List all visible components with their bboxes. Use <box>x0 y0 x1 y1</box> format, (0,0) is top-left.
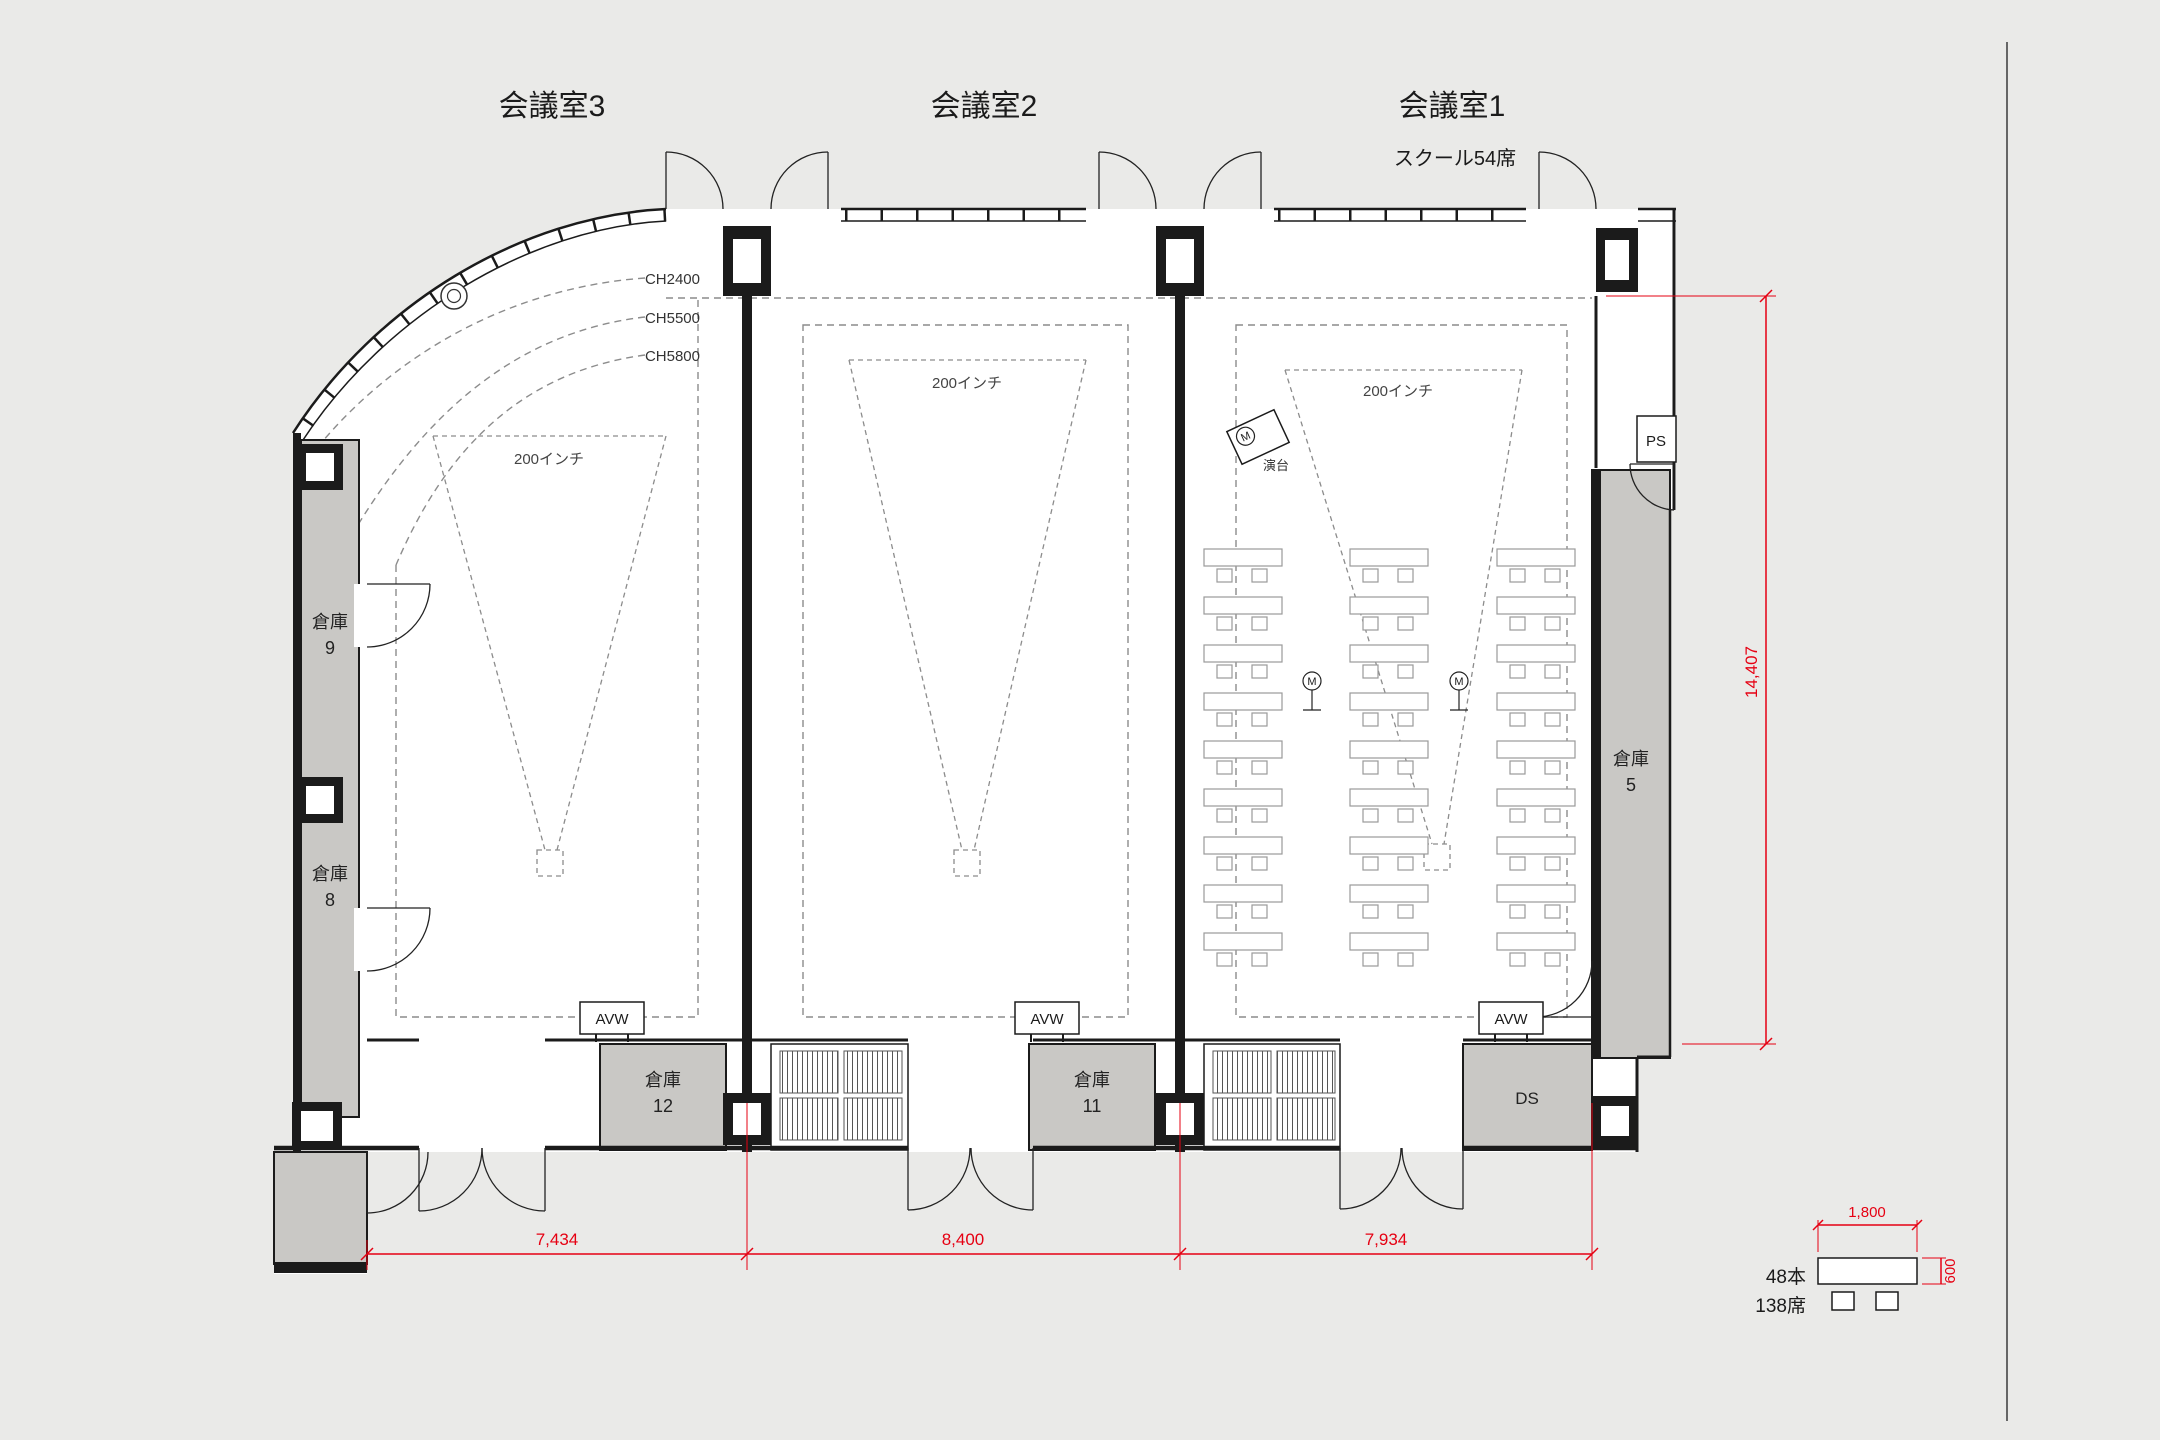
table-symbol <box>1817 1257 1918 1285</box>
dim-bottom-3: 7,934 <box>1365 1230 1408 1249</box>
chair-stack-zones <box>770 1043 1341 1151</box>
ch2400-curve <box>299 277 646 471</box>
svg-text:M: M <box>1307 676 1316 688</box>
storage-areas <box>273 439 1671 1273</box>
podium-mic-icon <box>1235 426 1256 446</box>
ch5800-curve <box>395 354 646 566</box>
room1-boundary <box>1235 324 1568 1018</box>
avw-box-room3 <box>579 1001 645 1035</box>
room3-boundary <box>395 300 699 1018</box>
ch2400-label: CH2400 <box>645 271 700 288</box>
avw-label: AVW <box>1030 1011 1064 1028</box>
room2-title: 会議室2 <box>931 90 1038 123</box>
screen-label-room3: 200インチ <box>514 451 584 468</box>
svg-text:M: M <box>1454 676 1463 688</box>
dashed-guides <box>299 277 1592 1018</box>
wall-room2-room1 <box>1175 226 1185 1152</box>
ps-box <box>1636 415 1677 463</box>
avw-box-room1 <box>1478 1001 1544 1035</box>
ps-label: PS <box>1646 433 1666 450</box>
plan-labels: CH2400 CH5500 CH5800 200インチ 200インチ 200イン… <box>312 271 1649 1116</box>
school-desk-grid <box>1203 548 1576 967</box>
dimensions: 7,434 8,400 7,934 14,407 <box>360 289 1776 1270</box>
dim-table-width: 1,800 <box>1848 1204 1886 1221</box>
screen-label-room1: 200インチ <box>1363 383 1433 400</box>
wall-room3-room2 <box>742 226 752 1152</box>
room3-title: 会議室3 <box>499 90 606 123</box>
storage12-name: 倉庫 <box>645 1070 681 1090</box>
table-count-label: 48本 <box>1766 1266 1806 1288</box>
room-titles: 会議室3 会議室2 会議室1 スクール54席 <box>499 90 1516 170</box>
doors <box>366 151 1675 1214</box>
storage11-number: 11 <box>1083 1096 1102 1116</box>
ch5500-label: CH5500 <box>645 310 700 327</box>
vestibule-area <box>273 1151 368 1265</box>
chair-symbol <box>1875 1291 1899 1311</box>
storage11-name: 倉庫 <box>1074 1070 1110 1090</box>
avw-box-room2 <box>1014 1001 1080 1035</box>
storage-11-area <box>1028 1043 1156 1151</box>
screen-room1 <box>1284 369 1523 871</box>
seat-count-label: 138席 <box>1755 1295 1806 1317</box>
ch5800-label: CH5800 <box>645 348 700 365</box>
storage5-number: 5 <box>1626 775 1636 795</box>
equipment-boxes: AVW AVW AVW PS <box>579 415 1677 1042</box>
chair-symbol <box>1831 1291 1855 1311</box>
room1-title: 会議室1 <box>1399 90 1506 123</box>
storage8-name: 倉庫 <box>312 864 348 884</box>
room1-subtitle: スクール54席 <box>1394 147 1516 170</box>
microphone-1: M <box>1302 671 1322 711</box>
room2-boundary <box>802 324 1129 1018</box>
storage9-number: 9 <box>325 638 335 658</box>
storage9-name: 倉庫 <box>312 612 348 632</box>
dim-bottom-2: 8,400 <box>942 1230 985 1249</box>
storage12-number: 12 <box>653 1096 673 1116</box>
storage8-number: 8 <box>325 890 335 910</box>
storage5-name: 倉庫 <box>1613 749 1649 769</box>
podium-label: 演台 <box>1263 458 1289 473</box>
ds-area <box>1462 1043 1593 1151</box>
avw-label: AVW <box>595 1011 629 1028</box>
screen-label-room2: 200インチ <box>932 375 1002 392</box>
screen-room2 <box>848 359 1087 877</box>
podium-mic-letter: M <box>1239 430 1252 445</box>
ch5500-curve <box>355 316 646 529</box>
storage-5-area <box>1591 469 1671 1059</box>
podium: M 演台 <box>1225 408 1291 473</box>
ds-label: DS <box>1515 1089 1539 1108</box>
dim-table-depth: 600 <box>1942 1258 1959 1283</box>
screen-room3 <box>432 435 667 877</box>
dim-right-height: 14,407 <box>1742 646 1761 698</box>
dim-bottom-1: 7,434 <box>536 1230 579 1249</box>
curve-fixture <box>440 282 468 310</box>
table-detail: 1,800 600 48本 138席 <box>1755 1204 1959 1317</box>
avw-label: AVW <box>1494 1011 1528 1028</box>
microphone-2: M <box>1449 671 1469 711</box>
